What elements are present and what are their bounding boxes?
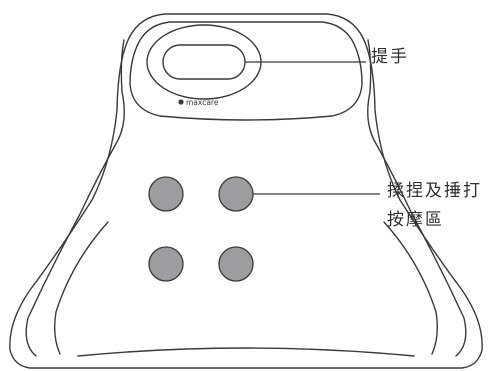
cushion-left-lower-fold: [53, 221, 109, 355]
massage-area-label-line1: 揉捏及捶打: [387, 181, 482, 201]
handle-outer-ring: [146, 24, 262, 100]
brand-logo-icon: [178, 99, 184, 105]
cushion-bottom-hem: [77, 347, 415, 357]
handle-grip: [162, 44, 246, 80]
cushion-top-panel: [129, 21, 363, 121]
handle-label: 提手: [371, 47, 409, 67]
cushion-right-panel-line: [367, 39, 467, 357]
cushion-left-panel-line: [25, 39, 125, 357]
massage-node-top-left: [148, 176, 184, 212]
cushion-outer-outline: [9, 13, 483, 369]
cushion-right-lower-fold: [383, 221, 439, 355]
massage-area-label-line2: 按摩區: [387, 210, 444, 230]
massage-node-top-right: [218, 176, 254, 212]
massage-node-bottom-right: [218, 246, 254, 282]
massage-node-bottom-left: [148, 246, 184, 282]
brand-logo-text: maxcare: [186, 98, 219, 107]
